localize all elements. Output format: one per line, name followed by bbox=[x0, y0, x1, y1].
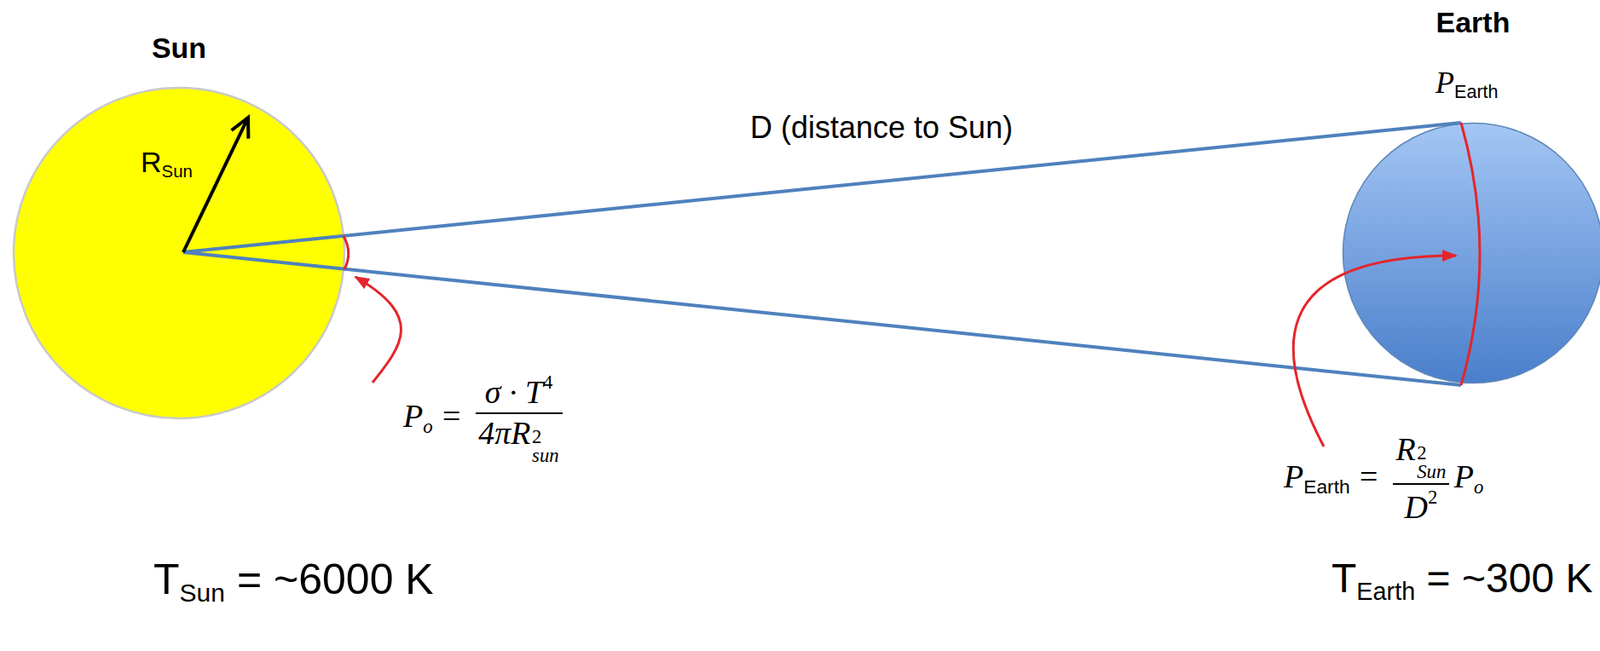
formula-text: T bbox=[153, 555, 180, 604]
fraction-bar bbox=[475, 412, 563, 415]
formula-text: R bbox=[140, 145, 162, 179]
fraction-numerator: σ · T4 bbox=[481, 371, 556, 411]
formula-run: PEarth = bbox=[1283, 459, 1388, 498]
sun-pointer-arrow bbox=[355, 277, 402, 383]
sun-power-formula: Po=σ · T44πR2sun bbox=[403, 371, 567, 465]
radius-label: RSun bbox=[140, 146, 193, 182]
formula-run: D (distance to Sun) bbox=[750, 110, 1013, 146]
formula-run: Po = bbox=[403, 398, 471, 438]
fraction: σ · T44πR2sun bbox=[475, 371, 563, 465]
formula-text: 2 bbox=[531, 427, 560, 447]
formula-text: P bbox=[403, 398, 423, 434]
formula-text: 2 bbox=[1416, 444, 1446, 463]
earth-power-formula: PEarth=R2SunD2Po bbox=[1283, 432, 1484, 526]
formula-text: σ · T bbox=[485, 374, 543, 411]
formula-text: D bbox=[1403, 489, 1427, 526]
fraction: R2SunD2 bbox=[1392, 432, 1450, 526]
formula-text: o bbox=[422, 415, 433, 438]
formula-text: 2 bbox=[1427, 486, 1438, 509]
earth-disc bbox=[1343, 123, 1600, 384]
formula-text: Sun bbox=[1416, 462, 1446, 482]
formula-run: TEarth = ~300 K bbox=[1331, 556, 1593, 606]
sun-circle-outline bbox=[11, 86, 347, 421]
formula-run: Po bbox=[1454, 459, 1485, 498]
formula-text: = ~6000 K bbox=[236, 555, 434, 604]
formula-text: = bbox=[442, 398, 461, 434]
formula-run: RSun bbox=[140, 146, 193, 182]
earth-circle-outline bbox=[1341, 121, 1600, 385]
fraction-denominator: D2 bbox=[1401, 486, 1441, 526]
earth-temperature: TEarth = ~300 K bbox=[1331, 556, 1593, 606]
formula-text: P bbox=[1435, 65, 1455, 100]
formula-text: Earth bbox=[1356, 577, 1416, 606]
body-heading: Sun bbox=[11, 33, 347, 63]
fraction-denominator: 4πR2sun bbox=[475, 415, 563, 466]
formula-text: = ~300 K bbox=[1426, 555, 1594, 601]
body-heading: Earth bbox=[1341, 7, 1600, 37]
formula-text: Earth bbox=[1303, 475, 1351, 498]
formula-text: Earth bbox=[1454, 80, 1499, 103]
sun-disc bbox=[13, 87, 345, 419]
formula-run: TSun = ~6000 K bbox=[153, 556, 434, 607]
formula-text: P bbox=[1454, 458, 1474, 495]
fraction-bar bbox=[1392, 483, 1450, 486]
fraction-numerator: R2Sun bbox=[1392, 432, 1450, 482]
earth-circle: Earth bbox=[1341, 121, 1600, 385]
formula-run: PEarth bbox=[1435, 66, 1499, 103]
formula-text: R bbox=[1395, 431, 1416, 468]
formula-text: = bbox=[1359, 458, 1378, 495]
formula-text: 4 bbox=[542, 371, 553, 393]
formula-text: 4πR bbox=[478, 415, 531, 451]
formula-text: sun bbox=[531, 446, 560, 466]
formula-text: Sun bbox=[179, 578, 226, 607]
formula-text: o bbox=[1473, 476, 1484, 498]
formula-text: D (distance to Sun) bbox=[750, 109, 1013, 145]
sun-temperature: TSun = ~6000 K bbox=[153, 556, 434, 607]
earth-power-label: PEarth bbox=[1435, 66, 1499, 103]
formula-text: T bbox=[1331, 555, 1357, 601]
distance-label: D (distance to Sun) bbox=[750, 110, 1013, 146]
sup-sub-stack: 2sun bbox=[531, 427, 560, 465]
sun-circle: Sun bbox=[11, 86, 347, 421]
formula-text: Sun bbox=[161, 161, 193, 181]
sup-sub-stack: 2Sun bbox=[1416, 444, 1446, 481]
lower-ray bbox=[183, 252, 1462, 386]
formula-text: P bbox=[1283, 458, 1304, 495]
